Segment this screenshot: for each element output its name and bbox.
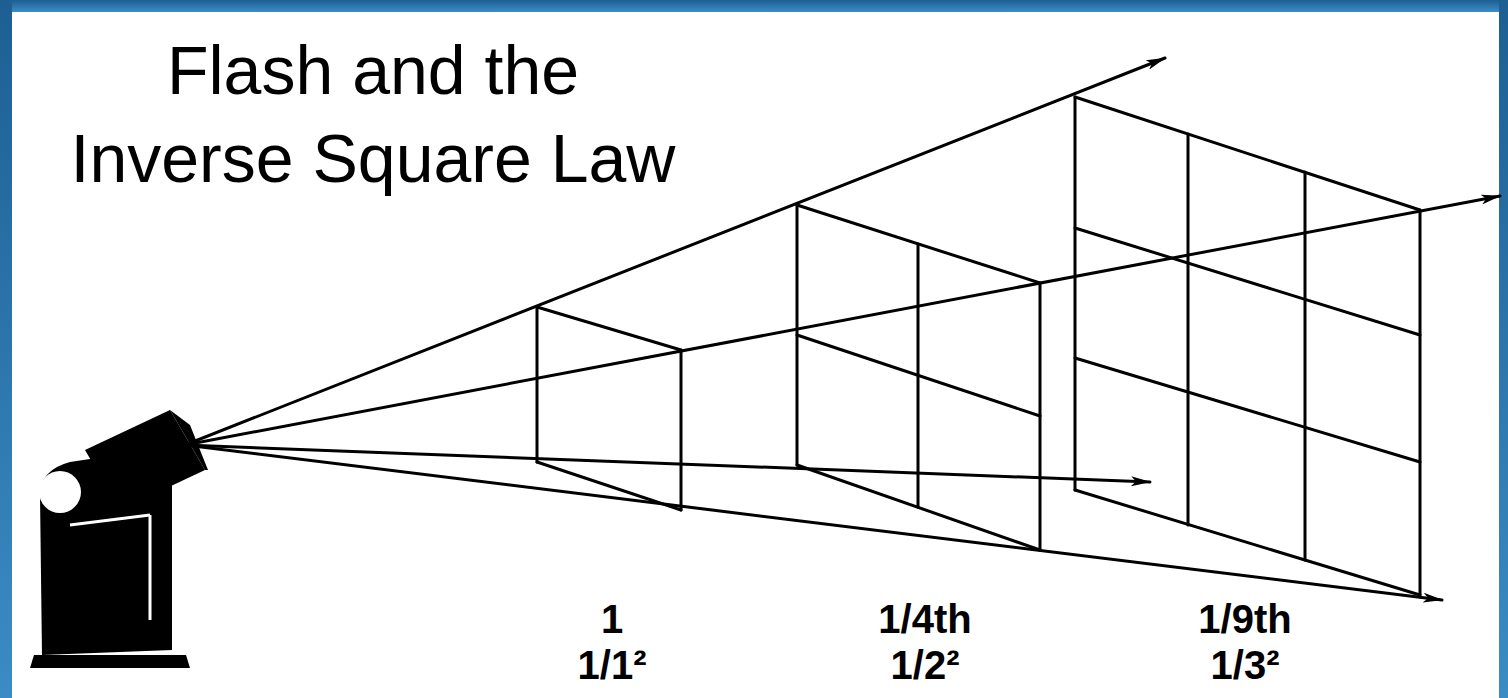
grid-2 <box>797 205 1040 550</box>
grid-3 <box>1075 97 1420 595</box>
intensity-fraction: 1/4th <box>878 596 971 642</box>
inverse-square-formula: 1/3² <box>1211 642 1280 688</box>
inverse-square-formula: 1/2² <box>891 642 960 688</box>
frame-left <box>0 0 12 698</box>
frame-top <box>0 0 1508 12</box>
intensity-fraction: 1/9th <box>1198 596 1291 642</box>
inverse-square-formula: 1/1² <box>578 642 647 688</box>
intensity-fraction: 1 <box>601 596 623 642</box>
grid-1 <box>537 307 681 510</box>
frame-right <box>1499 0 1508 698</box>
flash-unit <box>30 410 208 668</box>
diagram-title: Flash and the Inverse Square Law <box>50 26 696 202</box>
